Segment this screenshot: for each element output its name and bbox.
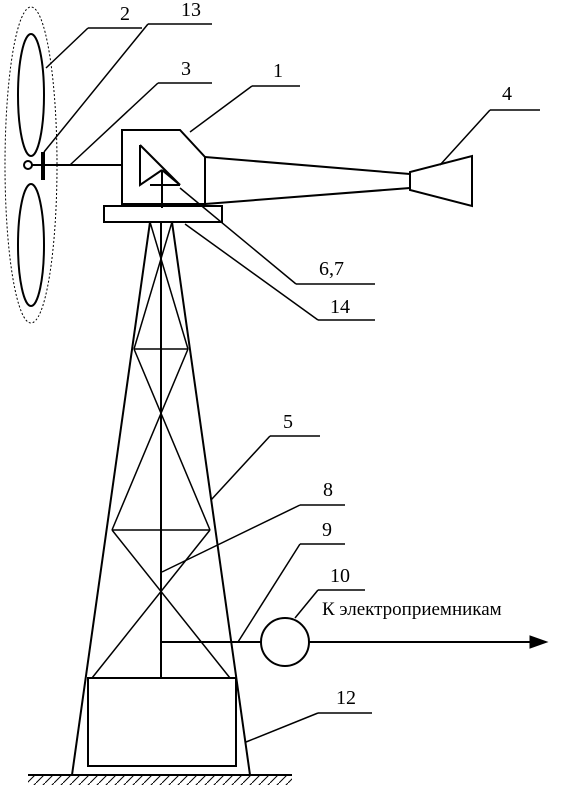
nacelle bbox=[121, 129, 206, 208]
generator bbox=[260, 617, 310, 667]
label-1: 1 bbox=[273, 60, 283, 82]
lattice-tower bbox=[71, 221, 251, 776]
rotor-hub bbox=[23, 160, 33, 170]
to-consumers-label: К электроприемникам bbox=[322, 599, 502, 620]
tail-vane bbox=[204, 154, 473, 208]
tower-leg-right bbox=[171, 221, 251, 776]
label-8: 8 bbox=[323, 479, 333, 501]
rotor-blade-lower bbox=[17, 183, 45, 307]
label-3: 3 bbox=[181, 58, 191, 80]
swivel-platform bbox=[103, 205, 223, 223]
label-2: 2 bbox=[120, 3, 130, 25]
gear-assembly bbox=[139, 145, 163, 187]
tower-leg-left bbox=[71, 221, 151, 776]
tail-vane-fin bbox=[409, 154, 473, 208]
output-arrow-head bbox=[529, 635, 549, 649]
nacelle-housing bbox=[121, 129, 206, 205]
tail-boom-upper bbox=[204, 156, 411, 175]
leader-lines bbox=[43, 23, 540, 743]
label-14: 14 bbox=[330, 296, 350, 318]
label-9: 9 bbox=[322, 519, 332, 541]
label-6-7: 6,7 bbox=[319, 258, 344, 280]
label-4: 4 bbox=[502, 83, 512, 105]
tail-boom-lower bbox=[204, 187, 411, 205]
base-housing bbox=[87, 677, 237, 767]
ground-hatch bbox=[28, 776, 292, 785]
label-13: 13 bbox=[181, 0, 201, 21]
label-10: 10 bbox=[330, 565, 350, 587]
label-12: 12 bbox=[336, 687, 356, 709]
tower-lattice bbox=[91, 221, 231, 679]
rotor-blade-upper bbox=[17, 33, 45, 157]
label-5: 5 bbox=[283, 411, 293, 433]
